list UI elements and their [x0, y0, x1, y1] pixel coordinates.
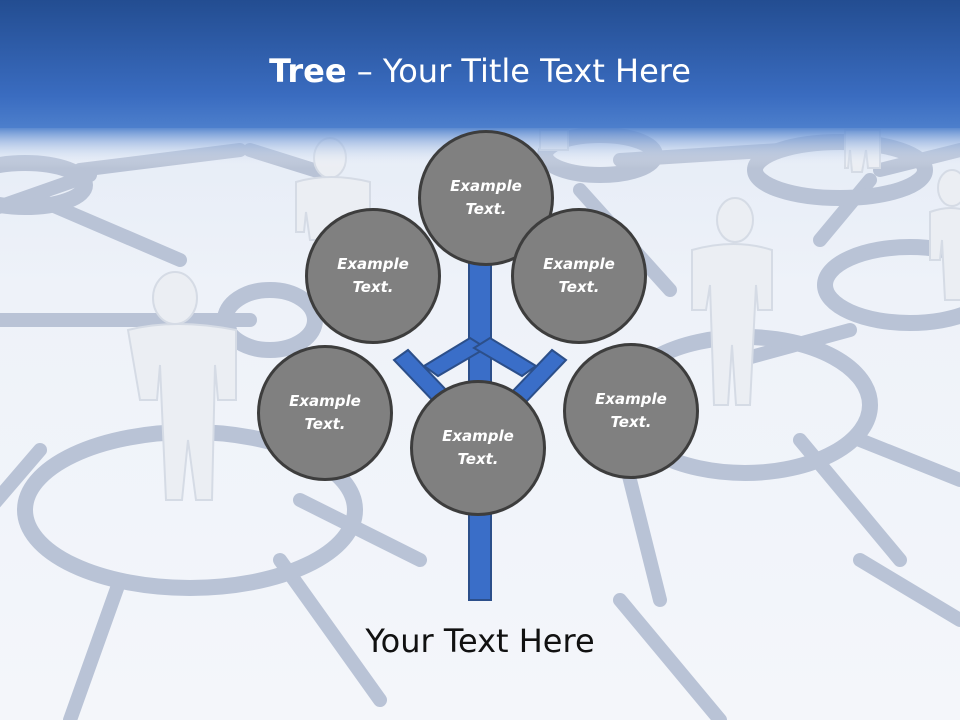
header-band: [0, 0, 960, 128]
tree-node-label: Example Text.: [595, 390, 667, 431]
title-rest: – Your Title Text Here: [346, 52, 691, 90]
tree-node-label: Example Text.: [289, 392, 361, 433]
tree-node-label: Example Text.: [543, 255, 615, 296]
tree-node-label: Example Text.: [450, 177, 522, 218]
tree-node-upper-right: Example Text.: [511, 208, 647, 344]
caption-text: Your Text Here: [365, 622, 595, 660]
tree-node-lower-left: Example Text.: [257, 345, 393, 481]
tree-node-lower-right: Example Text.: [563, 343, 699, 479]
tree-node-label: Example Text.: [442, 427, 514, 468]
slide-title: Tree – Your Title Text Here: [0, 52, 960, 90]
people-figure-icon: [126, 129, 960, 501]
tree-node-center: Example Text.: [410, 380, 546, 516]
tree-node-upper-left: Example Text.: [305, 208, 441, 344]
title-bold: Tree: [269, 52, 347, 90]
tree-node-label: Example Text.: [337, 255, 409, 296]
